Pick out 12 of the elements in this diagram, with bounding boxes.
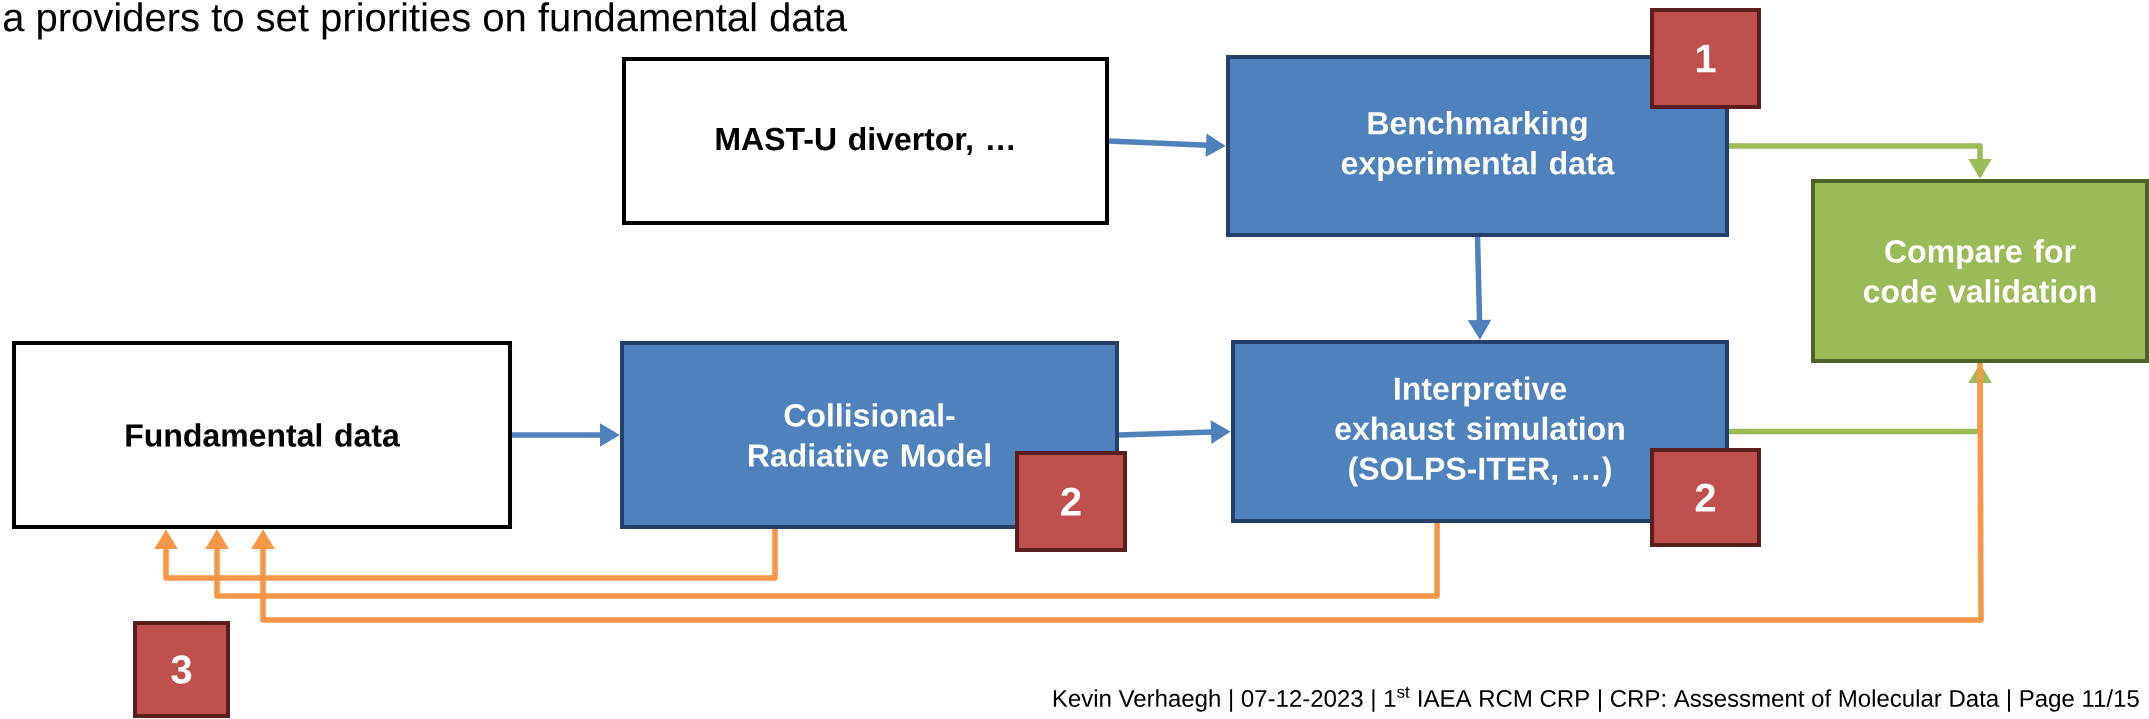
arrow (205, 523, 1440, 599)
result-box: Compare for code validation (1811, 179, 2149, 363)
number-badge: 2 (1650, 448, 1761, 547)
arrow (251, 362, 1984, 623)
arrow (154, 529, 778, 581)
number-badge: 2 (1015, 451, 1127, 552)
number-badge: 1 (1650, 8, 1761, 109)
footer-text: Kevin Verhaegh | 07-12-2023 | 1$^{st}$ IAEA RCM CRP | CRP: Assessment of Molecular Data | Page 11/15 (1053, 686, 2139, 712)
process-box: MAST-U divertor, … (622, 57, 1109, 225)
number-badge: 3 (133, 621, 230, 718)
process-box: Fundamental data (12, 341, 512, 529)
heading-text: a providers to set priorities on fundamental data (3, 2, 847, 40)
